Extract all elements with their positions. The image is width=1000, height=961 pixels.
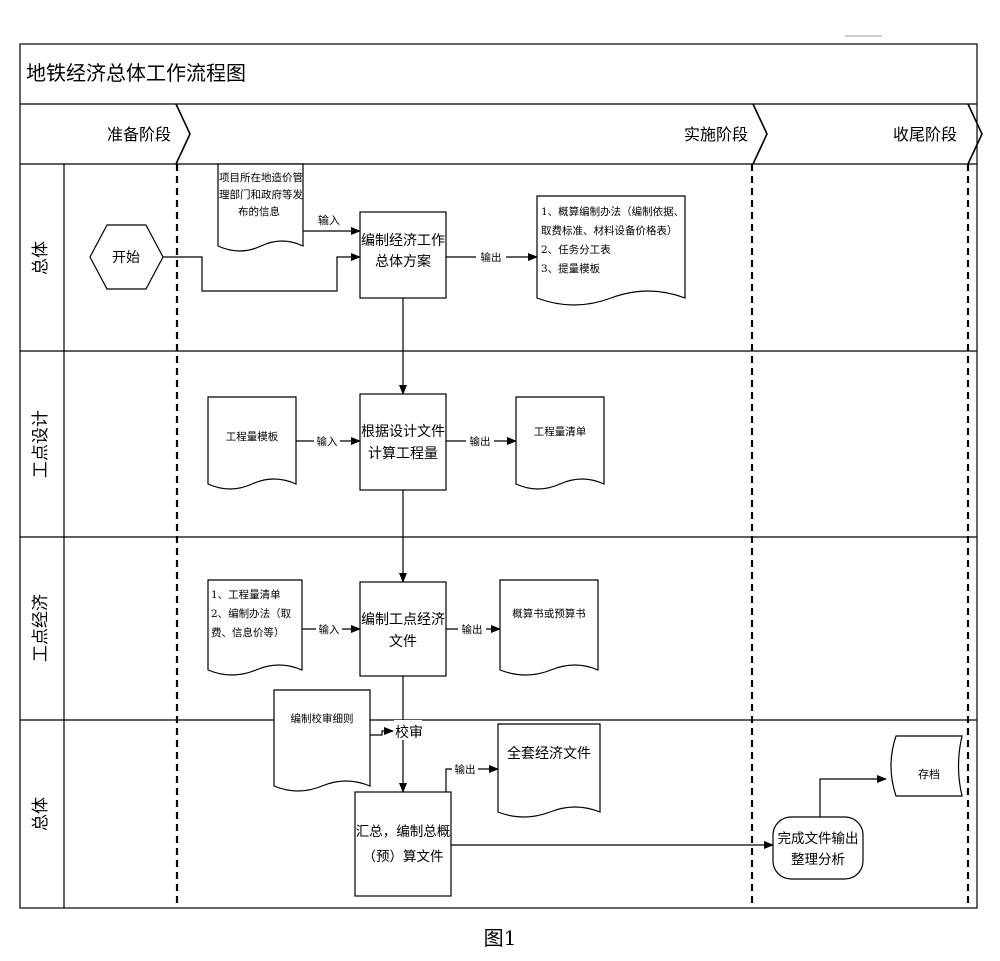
edge-input-2: 输入 (317, 435, 338, 448)
phase-implement: 实施阶段 (684, 125, 748, 144)
doc-quantity-template (207, 396, 297, 490)
doc-quantity-template-label: 工程量模板 (226, 430, 279, 443)
flowchart: 地铁经济总体工作流程图 准备阶段 实施阶段 收尾阶段 总体 工点设计 工点经济 … (19, 35, 983, 909)
doc-economy-input-line3: 费、信息价等） (211, 626, 285, 639)
process-plan (359, 211, 447, 299)
lane-label-overall-top: 总体 (31, 241, 51, 275)
finish-line2: 整理分析 (791, 852, 845, 868)
finish-node (772, 816, 864, 880)
lane-label-economy: 工点经济 (31, 594, 51, 662)
figure-caption: 图1 (483, 926, 517, 950)
doc-plan-output (536, 195, 686, 306)
edge-output-4: 输出 (455, 763, 476, 776)
doc-review-rules-label: 编制校审细则 (291, 712, 354, 725)
phase-chevron-1 (175, 103, 191, 165)
process-summary-line2: （预）算文件 (363, 849, 444, 865)
archive-node (890, 735, 963, 797)
process-summary-line1: 汇总，编制总概 (356, 824, 451, 840)
phase-prepare: 准备阶段 (107, 125, 171, 144)
doc-quantity-list-label: 工程量清单 (534, 425, 587, 438)
process-economy-file-line1: 编制工点经济 (361, 612, 445, 628)
process-plan-line2: 总体方案 (375, 253, 431, 270)
process-economy-file (359, 581, 447, 677)
doc-review-rules (273, 689, 371, 792)
phase-closing: 收尾阶段 (893, 125, 957, 144)
diagram-title: 地铁经济总体工作流程图 (26, 61, 246, 85)
edge-output-2: 输出 (470, 435, 491, 448)
archive-label: 存档 (918, 767, 940, 781)
start-label: 开始 (112, 250, 140, 266)
doc-plan-output-line1: 1、概算编制办法（编制依据、 (541, 205, 684, 218)
lane-label-design: 工点设计 (31, 410, 51, 478)
doc-plan-output-line3: 2、任务分工表 (541, 243, 611, 256)
phase-chevron-2 (752, 103, 768, 165)
doc-budget (499, 579, 599, 676)
review-label: 校审 (395, 724, 423, 741)
doc-full-economy-label: 全套经济文件 (507, 745, 591, 762)
process-economy-file-line2: 文件 (389, 634, 417, 650)
doc-economy-input (207, 579, 303, 676)
process-calc-quantity-line2: 计算工程量 (368, 446, 438, 462)
doc-price-info-line1: 项目所在地造价管 (219, 171, 303, 184)
phase-chevron-3 (967, 103, 983, 165)
edge-input-1: 输入 (318, 213, 340, 227)
edge-output-3: 输出 (462, 623, 483, 636)
process-plan-line1: 编制经济工作 (361, 233, 445, 249)
finish-line1: 完成文件输出 (778, 831, 859, 847)
doc-plan-output-line4: 3、提量模板 (541, 262, 601, 275)
doc-economy-input-line2: 2、编制办法（取 (211, 607, 292, 620)
doc-price-info-line3: 布的信息 (238, 205, 280, 218)
doc-price-info-line2: 理部门和政府等发 (219, 188, 303, 201)
doc-full-economy (497, 723, 601, 818)
frame (19, 43, 978, 909)
doc-budget-label: 概算书或预算书 (512, 607, 586, 620)
lane-label-overall-bottom: 总体 (31, 797, 51, 831)
doc-price-info (217, 163, 304, 252)
edge-input-3: 输入 (319, 623, 340, 636)
process-calc-quantity-line1: 根据设计文件 (361, 424, 445, 440)
doc-quantity-list (515, 396, 605, 490)
edge-output-1: 输出 (481, 251, 502, 264)
doc-plan-output-line2: 取费标准、材料设备价格表） (541, 224, 678, 237)
process-calc-quantity (359, 393, 447, 491)
doc-economy-input-line1: 1、工程量清单 (211, 588, 281, 601)
process-summary (354, 791, 452, 897)
